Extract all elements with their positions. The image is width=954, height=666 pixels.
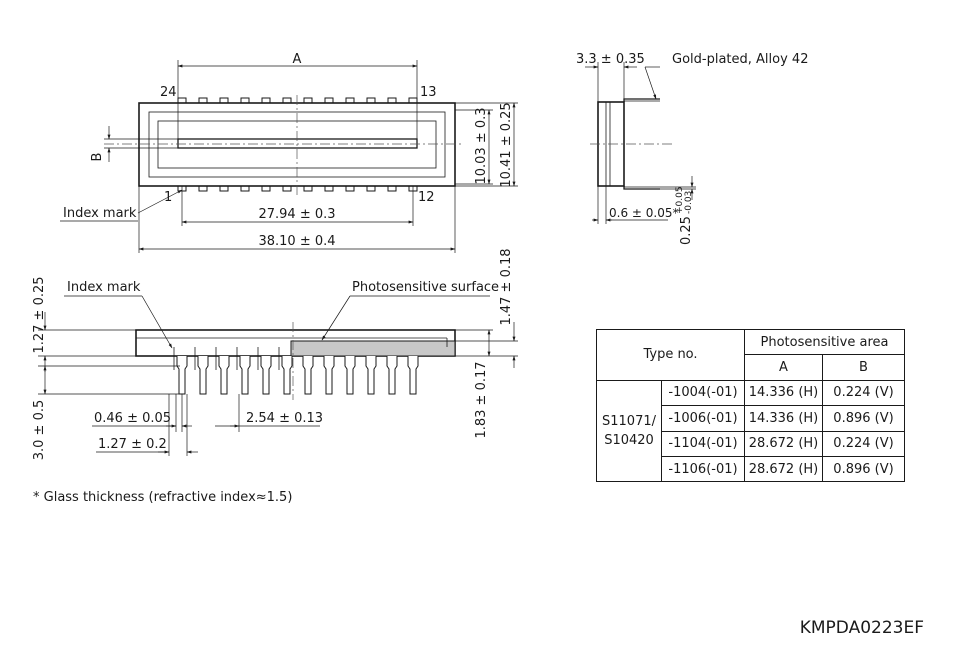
row-suffix: -1106(-01) [661, 455, 745, 483]
side-upper-lead [623, 98, 660, 102]
top-view: A 24 13 1 12 B Index mark 27.94 ± 0.3 38… [60, 52, 518, 253]
front-lead [194, 347, 209, 395]
lead-thickness-base: 0.25 [679, 216, 694, 245]
dim-height-outer-label: 10.41 ± 0.25 [499, 102, 514, 187]
photosensitive-surface-label: Photosensitive surface [352, 280, 499, 295]
row-suffix: -1104(-01) [661, 430, 745, 457]
glass-thickness-label: 0.6 ± 0.05* [609, 206, 679, 220]
pin-12-label: 12 [418, 190, 435, 205]
dim-shoulder-width-label: 1.27 ± 0.2 [98, 437, 167, 452]
type-group-cell: S11071/ S10420 [596, 379, 662, 483]
table-row: -1106(-01) 28.672 (H) 0.896 (V) [597, 455, 905, 483]
front-lead [386, 356, 398, 395]
dim-a-label: A [293, 52, 302, 67]
table-row: -1104(-01) 28.672 (H) 0.224 (V) [597, 430, 905, 457]
photosensitive-area-table: Type no. Photosensitive area A B S11071/… [596, 328, 905, 483]
front-view: Index mark Photosensitive surface 1.27 ±… [32, 248, 518, 460]
pin-13-label: 13 [420, 85, 437, 100]
front-lead [344, 356, 356, 395]
lead-thickness-tol-upper: +0.05 [675, 186, 685, 214]
row-area-b: 0.224 (V) [822, 430, 905, 457]
photosensitive-area [177, 138, 418, 149]
type-group-line2: S10420 [604, 433, 654, 449]
top-pin-row-upper [177, 97, 418, 105]
dim-standoff-label: 1.83 ± 0.17 [474, 361, 489, 438]
dim-height-inner-label: 10.03 ± 0.3 [474, 107, 489, 184]
front-lead [236, 347, 251, 395]
header-a: A [744, 354, 823, 381]
front-pin-row [173, 347, 419, 395]
type-group-line1: S11071/ [602, 414, 656, 430]
dim-lead-length-label: 3.0 ± 0.5 [32, 400, 47, 461]
row-area-b: 0.896 (V) [822, 455, 905, 483]
header-type-no: Type no. [596, 329, 745, 381]
front-lead [215, 347, 230, 395]
dim-pitch-label: 2.54 ± 0.13 [246, 411, 323, 426]
header-photosensitive-area: Photosensitive area [744, 328, 905, 356]
lead-material-label: Gold-plated, Alloy 42 [672, 52, 808, 67]
row-area-a: 28.672 (H) [744, 430, 823, 457]
front-lead [365, 356, 377, 395]
table-row: S11071/ S10420 -1004(-01) 14.336 (H) 0.2… [596, 379, 905, 483]
row-area-a: 14.336 (H) [744, 379, 823, 407]
dim-surface-height-label: 1.47 ± 0.18 [499, 248, 514, 325]
photosensitive-surface [290, 340, 456, 357]
front-lead [323, 356, 335, 395]
footnote: * Glass thickness (refractive index≈1.5) [33, 490, 293, 505]
front-lead [302, 356, 314, 395]
row-area-a: 28.672 (H) [744, 455, 823, 483]
side-view: 3.3 ± 0.35 Gold-plated, Alloy 42 0.6 ± 0… [576, 52, 808, 245]
row-area-b: 0.896 (V) [822, 405, 905, 432]
dim-body-thickness-label: 1.27 ± 0.25 [32, 276, 47, 353]
front-index-mark-label: Index mark [67, 280, 141, 295]
pin-24-label: 24 [160, 85, 177, 100]
row-area-a: 14.336 (H) [744, 405, 823, 432]
header-b: B [822, 354, 905, 381]
side-lower-lead [623, 186, 660, 190]
row-suffix: -1004(-01) [661, 379, 745, 407]
lead-thickness-tol-lower: -0.03 [684, 191, 694, 214]
side-lead-offset-label: 3.3 ± 0.35 [576, 52, 645, 67]
dim-lead-width-label: 0.46 ± 0.05 [94, 411, 171, 426]
row-area-b: 0.224 (V) [822, 379, 905, 407]
front-lead [257, 347, 272, 395]
dim-length-label: 38.10 ± 0.4 [258, 234, 335, 249]
table-row: -1006(-01) 14.336 (H) 0.896 (V) [597, 405, 905, 432]
index-mark-label: Index mark [63, 206, 137, 221]
row-suffix: -1006(-01) [661, 405, 745, 432]
document-id: KMPDA0223EF [799, 618, 924, 638]
front-lead [407, 356, 419, 395]
dim-pin-span-label: 27.94 ± 0.3 [258, 207, 335, 222]
front-lead [278, 347, 293, 395]
dim-b-label: B [90, 153, 105, 162]
